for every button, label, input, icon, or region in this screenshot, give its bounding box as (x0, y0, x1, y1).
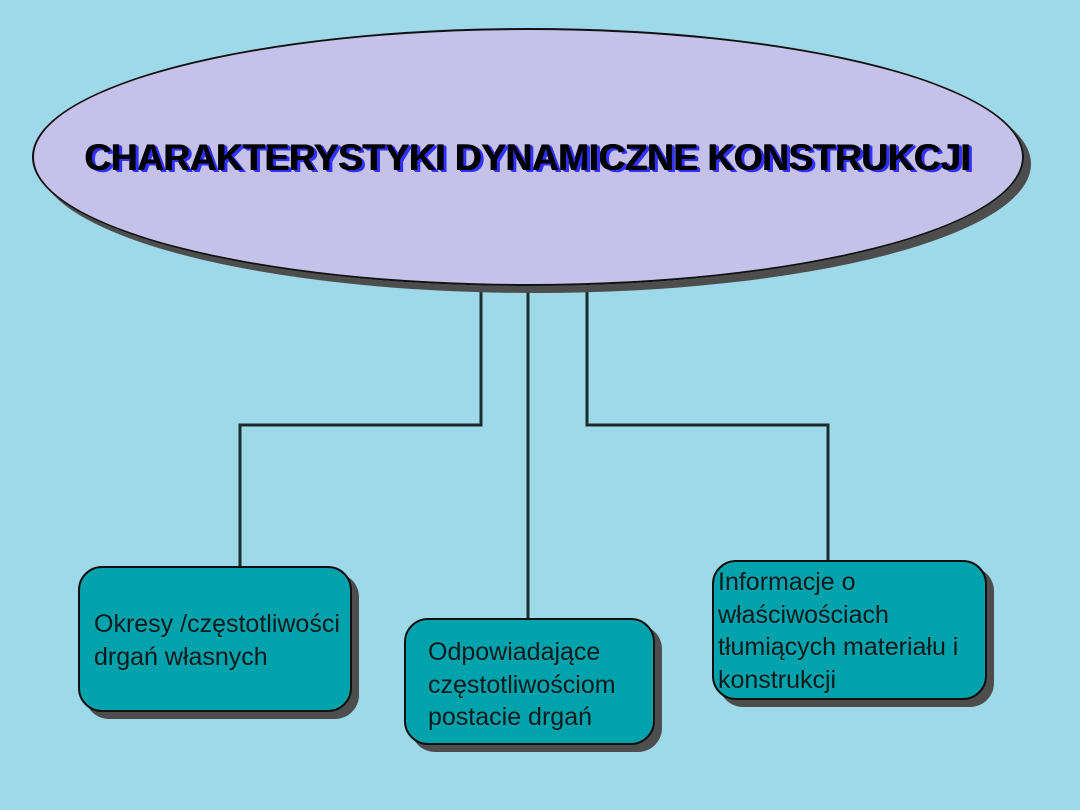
node-postacie-drgan[interactable]: Odpowiadające częstotliwościom postacie … (404, 618, 662, 752)
root-node-label: CHARAKTERYSTYKI DYNAMICZNE KONSTRUKCJI (85, 136, 971, 178)
node-okresy-czestotliwosci[interactable]: Okresy /częstotliwości drgań własnych (78, 566, 359, 719)
node-body (78, 566, 352, 712)
root-node-characteristics[interactable]: CHARAKTERYSTYKI DYNAMICZNE KONSTRUKCJI (32, 28, 1031, 293)
node-label: Informacje o właściwościach tłumiących m… (718, 568, 959, 694)
root-node-body: CHARAKTERYSTYKI DYNAMICZNE KONSTRUKCJI (32, 28, 1024, 286)
connector-root-to-node-3 (585, 286, 830, 562)
node-body (712, 560, 987, 700)
node-label: Okresy /częstotliwości drgań własnych (94, 610, 340, 671)
node-body (404, 618, 655, 745)
node-informacje-tlumienie[interactable]: Informacje o właściwościach tłumiących m… (712, 560, 994, 707)
connector-root-to-node-1 (238, 286, 483, 568)
node-label: Odpowiadające częstotliwościom postacie … (428, 638, 616, 731)
